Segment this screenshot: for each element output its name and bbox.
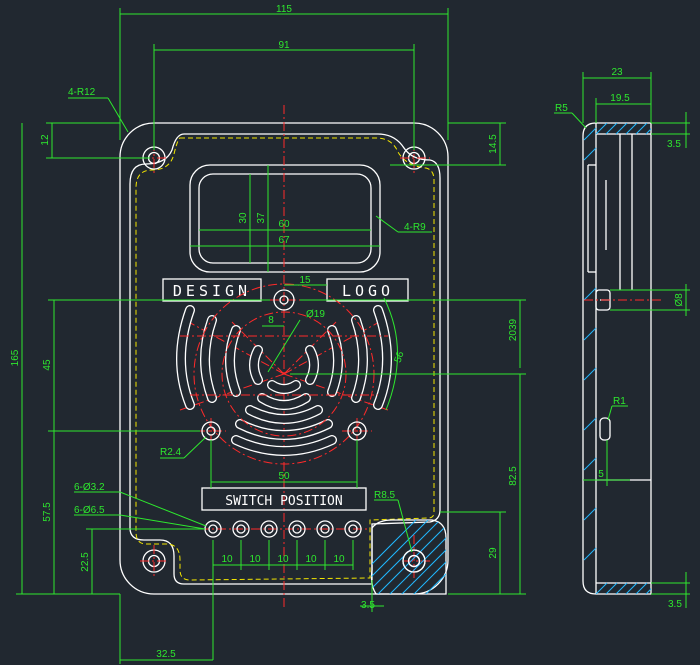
- dim-115: 115: [276, 4, 292, 15]
- dim-32-5: 32.5: [156, 649, 176, 660]
- dim-dia8: Ø8: [674, 293, 685, 307]
- design-label: DESIGN: [173, 282, 251, 300]
- dim-3-5-bottom: 3.5: [668, 599, 682, 610]
- side-bottom-hatch: [595, 582, 651, 594]
- dim-82-5: 82.5: [508, 466, 519, 486]
- dim-57-5: 57.5: [42, 502, 53, 522]
- side-view: [582, 122, 664, 595]
- dim-56: 56: [393, 350, 407, 364]
- corner-section-hatch: [370, 519, 447, 595]
- design-label-box: DESIGN: [162, 278, 262, 302]
- dim-spacing-3: 10: [277, 554, 289, 565]
- logo-label-box: LOGO: [326, 278, 409, 302]
- front-view: DESIGN LOGO SWITCH POSITION: [119, 105, 449, 610]
- dim-r12: 4-R12: [68, 87, 96, 98]
- side-dimensions: 23 19.5 R5 3.5 Ø8 R1 5 3.5: [554, 67, 690, 610]
- dim-2039: 2039: [508, 318, 519, 341]
- switch-holes: [204, 520, 362, 538]
- speaker-grille: [176, 305, 392, 456]
- dim-6-hole-6-5: 6-Ø6.5: [74, 505, 105, 516]
- dim-19-5: 19.5: [610, 93, 630, 104]
- dim-r9: 4-R9: [404, 222, 426, 233]
- dim-spacing-1: 10: [221, 554, 233, 565]
- switch-position-label: SWITCH POSITION: [225, 494, 342, 509]
- side-top-hatch: [583, 123, 651, 561]
- switch-label-box: SWITCH POSITION: [201, 487, 367, 511]
- dim-r5: R5: [555, 103, 568, 114]
- dim-spacing-2: 10: [249, 554, 261, 565]
- dim-3-5-top: 3.5: [667, 139, 681, 150]
- dim-23: 23: [611, 67, 623, 78]
- dim-r8-5: R8.5: [374, 490, 396, 501]
- dim-165: 165: [10, 349, 21, 366]
- dim-15: 15: [299, 275, 311, 286]
- dim-37: 37: [256, 212, 267, 224]
- logo-label: LOGO: [342, 282, 394, 300]
- dim-14-5: 14.5: [488, 134, 499, 154]
- dim-6-hole-3-2: 6-Ø3.2: [74, 482, 105, 493]
- dim-50: 50: [278, 471, 290, 482]
- dim-12: 12: [40, 134, 51, 146]
- front-dimensions: 115 91 4-R12 12 14.5 30 37 60 67 4-R9: [10, 4, 526, 664]
- dim-30: 30: [238, 212, 249, 224]
- dim-r1: R1: [613, 396, 626, 407]
- center-button: [273, 289, 295, 311]
- dim-67: 67: [278, 235, 290, 246]
- dim-5: 5: [598, 469, 604, 480]
- dim-spacing-4: 10: [305, 554, 317, 565]
- dim-dia19: Ø19: [306, 309, 325, 320]
- side-features: [584, 134, 664, 481]
- dim-60: 60: [278, 219, 290, 230]
- dim-45: 45: [42, 359, 53, 371]
- dim-22-5: 22.5: [80, 552, 91, 572]
- dim-r2-4: R2.4: [160, 447, 182, 458]
- dim-91: 91: [278, 40, 290, 51]
- dim-29: 29: [488, 547, 499, 559]
- dim-8: 8: [268, 315, 274, 326]
- dim-spacing-5: 10: [333, 554, 345, 565]
- inner-wall: [129, 133, 441, 585]
- dim-3-5-front: 3.5: [361, 600, 375, 611]
